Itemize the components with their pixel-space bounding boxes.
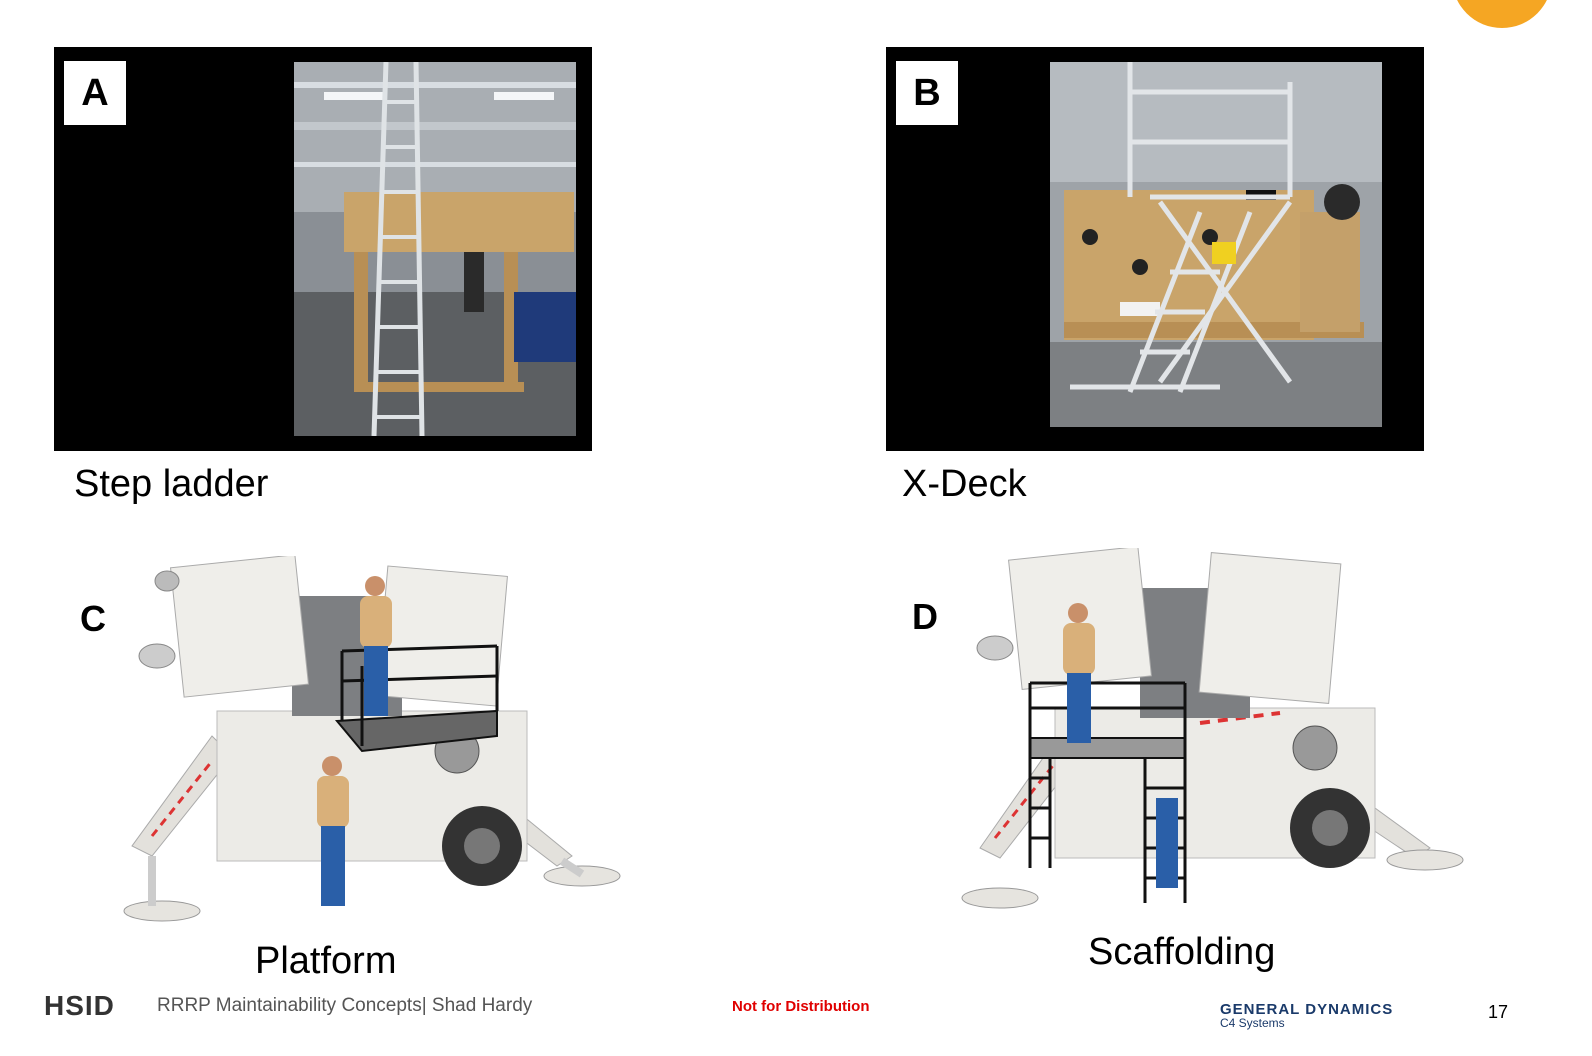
caption-x-deck: X-Deck <box>902 463 1027 505</box>
general-dynamics-logo: GENERAL DYNAMICS C4 Systems <box>1220 1001 1393 1030</box>
page-number: 17 <box>1488 1002 1509 1022</box>
panel-letter-b: B <box>896 61 958 125</box>
photo-frame-b: B <box>886 47 1424 451</box>
photo-frame-a: A <box>54 47 592 451</box>
company-name: GENERAL DYNAMICS <box>1220 1001 1394 1018</box>
caption-scaffolding: Scaffolding <box>1088 931 1276 973</box>
caption-platform: Platform <box>255 940 397 982</box>
caption-step-ladder: Step ladder <box>74 463 269 505</box>
corner-badge-icon <box>1452 0 1552 28</box>
scaffolding-render <box>960 548 1480 932</box>
step-ladder-photo <box>294 62 576 436</box>
panel-letter-a: A <box>64 61 126 125</box>
hsid-logo: HSID <box>44 990 115 1022</box>
platform-render <box>112 556 632 946</box>
panel-letter-d: D <box>912 596 938 637</box>
distribution-notice: Not for Distribution <box>732 998 870 1015</box>
hsid-logo-text: HSID <box>44 990 115 1021</box>
panel-letter-c: C <box>80 598 106 639</box>
x-deck-photo <box>1050 62 1382 427</box>
footer-project-text: RRRP Maintainability Concepts| Shad Hard… <box>157 995 533 1016</box>
company-division: C4 Systems <box>1220 1016 1285 1030</box>
